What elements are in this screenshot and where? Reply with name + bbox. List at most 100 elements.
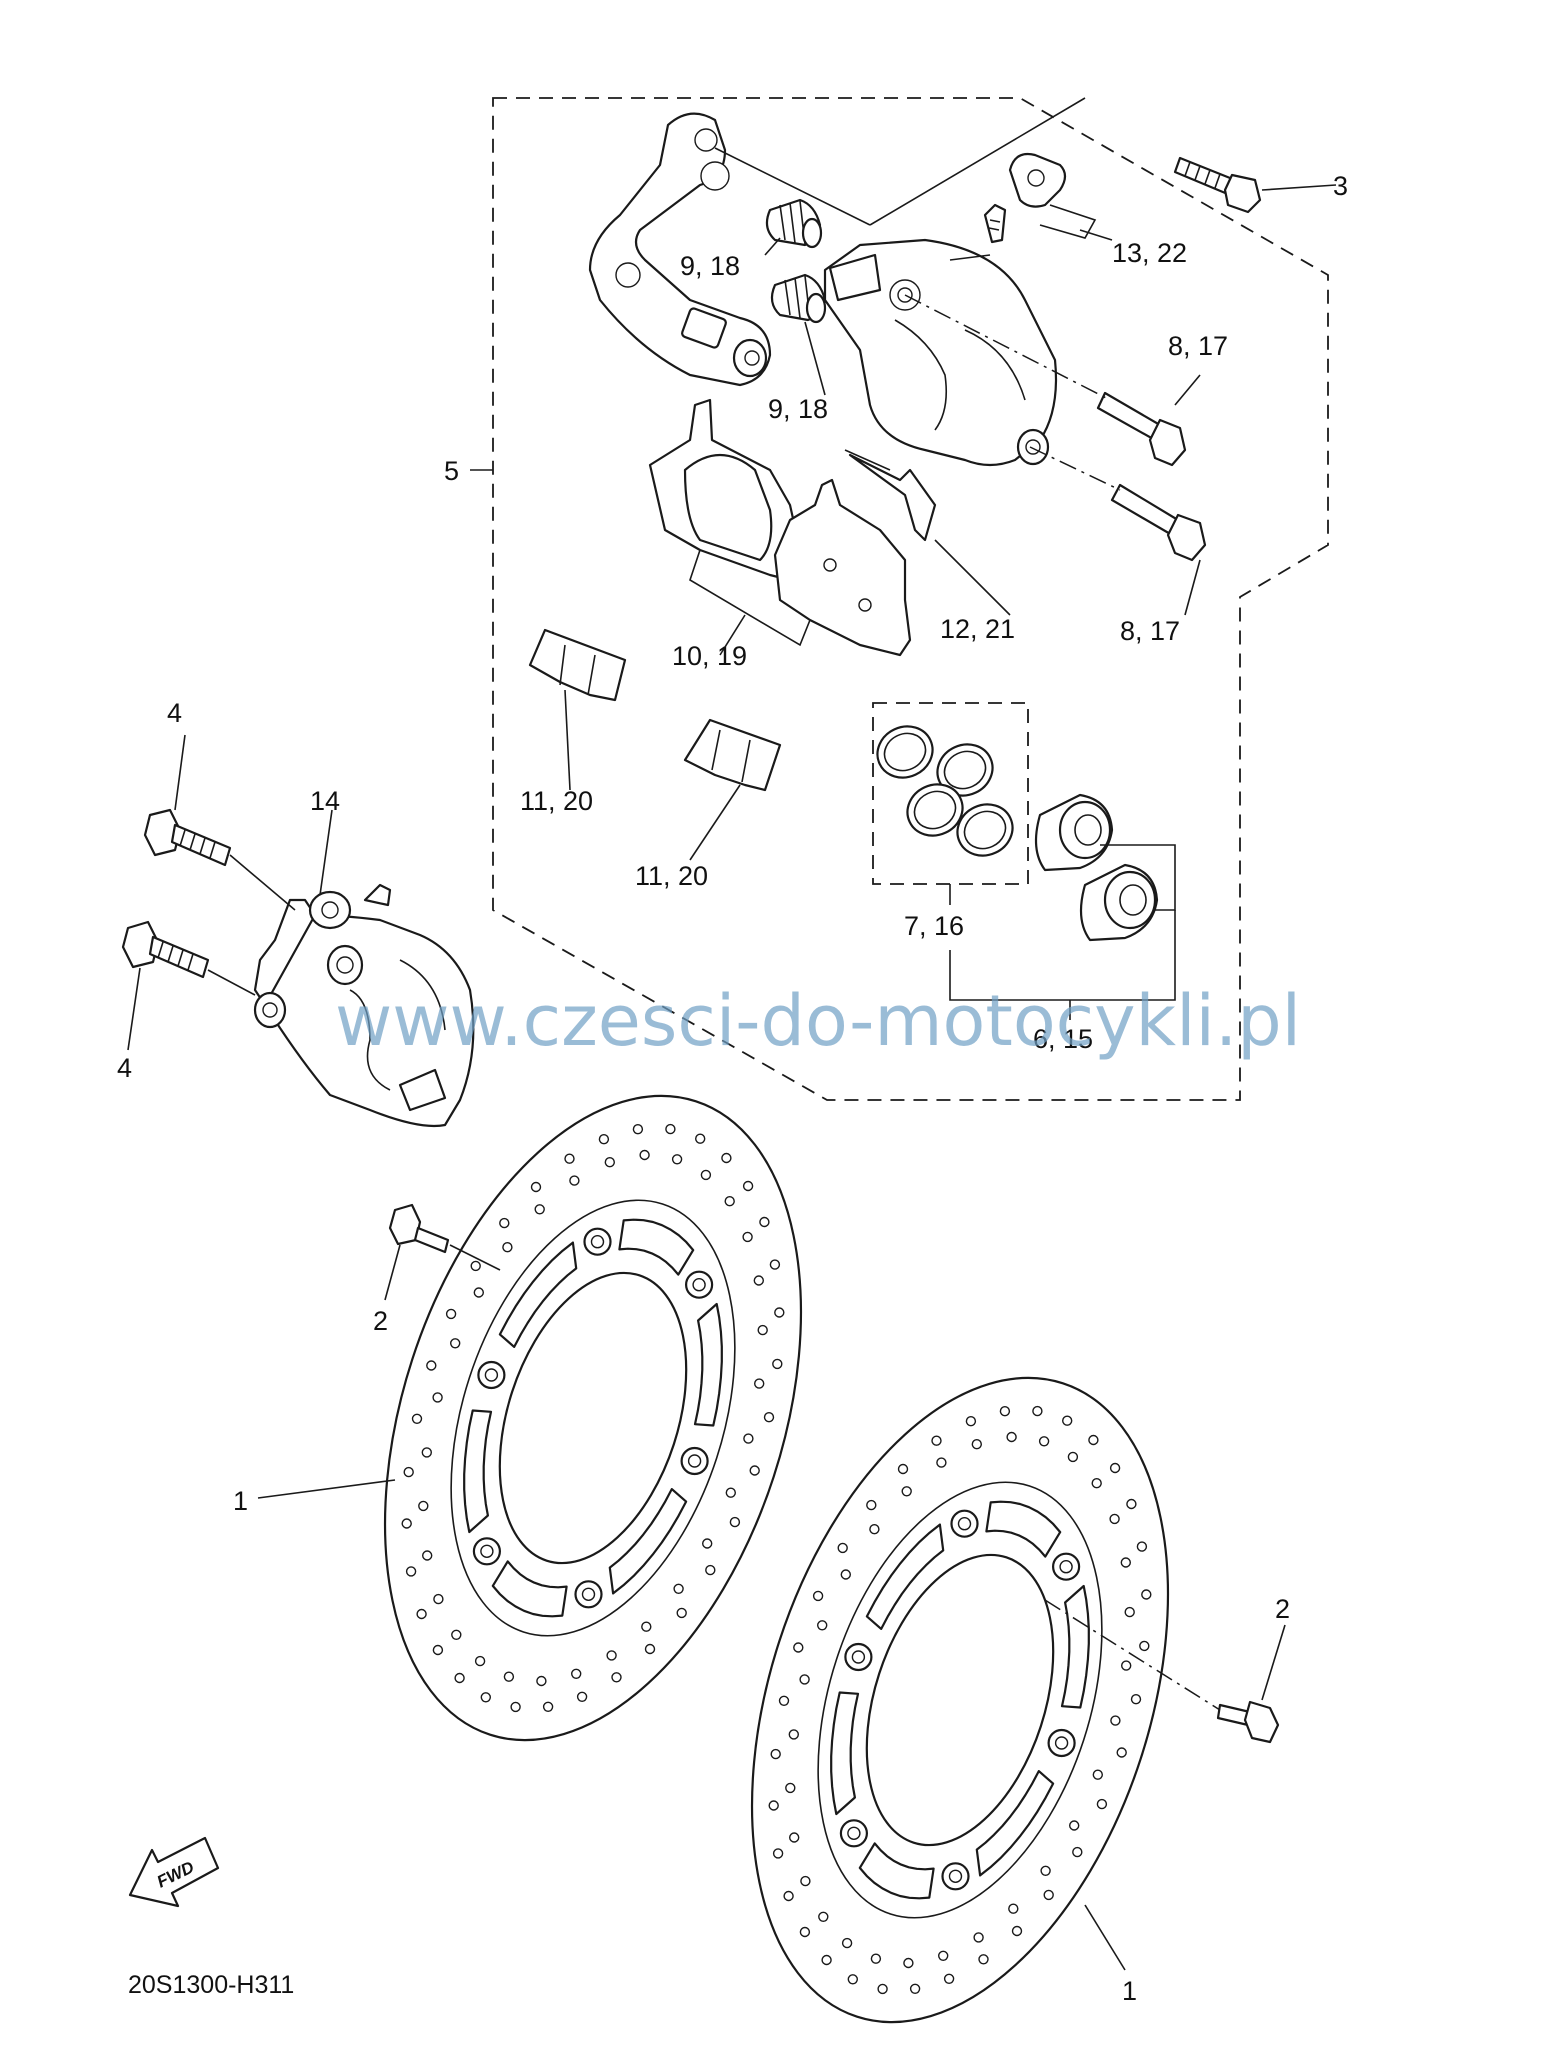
disc-drill-hole [818, 1911, 829, 1923]
axis-lines [904, 294, 1221, 1711]
caliper-body [823, 238, 1058, 467]
disc-slot [693, 1302, 723, 1427]
disc-rivet-hole [484, 1368, 499, 1382]
callout-1-left: 1 [233, 1486, 248, 1516]
disc-drill-hole [903, 1957, 914, 1969]
disc-drill-hole [965, 1415, 977, 1427]
disc-drill-hole [870, 1953, 882, 1964]
disc-drill-hole [725, 1487, 736, 1498]
disc-drill-hole [936, 1457, 947, 1468]
disc-slot [865, 1523, 945, 1630]
disc-drill-hole [702, 1538, 713, 1549]
disc-drill-hole [817, 1620, 828, 1631]
disc-drill-hole [1088, 1434, 1099, 1446]
disc-drill-hole [1043, 1889, 1054, 1901]
disc-drill-hole [931, 1435, 942, 1446]
disc-drill-hole [403, 1466, 414, 1478]
disc-drill-hole [433, 1593, 444, 1605]
caliper-bolt-lower [1110, 483, 1207, 562]
disc-drill-hole [799, 1926, 811, 1938]
disc-bolt-upper [388, 1203, 450, 1254]
disc-drill-hole [742, 1231, 753, 1243]
piston-seals [876, 725, 1014, 857]
disc-drill-hole [877, 1983, 888, 1995]
leader-lines [127, 97, 1337, 1971]
disc-drill-hole [1139, 1640, 1150, 1652]
seal-kit-boundary [872, 702, 1029, 885]
disc-drill-hole [978, 1954, 989, 1965]
disc-drill-hole [724, 1195, 735, 1207]
disc-drill-hole [1110, 1715, 1121, 1726]
disc-drill-hole [1124, 1606, 1135, 1618]
disc-drill-hole [770, 1748, 781, 1760]
callout-11-20-upper: 11, 20 [520, 786, 593, 816]
disc-drill-hole [421, 1447, 432, 1458]
disc-drill-hole [432, 1392, 443, 1403]
disc-rivet-hole [687, 1454, 702, 1468]
disc-rivet-hole [692, 1277, 706, 1292]
disc-drill-hole [418, 1500, 429, 1512]
disc-drill-hole [721, 1152, 732, 1164]
callout-5: 5 [444, 456, 459, 486]
disc-drill-hole [793, 1642, 804, 1653]
disc-drill-hole [866, 1499, 877, 1511]
disc-drill-hole [821, 1954, 832, 1966]
disc-drill-hole [788, 1729, 799, 1740]
disc-drill-hole [499, 1217, 510, 1229]
disc-drill-hole [901, 1486, 912, 1497]
disc-drill-hole [705, 1564, 716, 1576]
disc-slot [618, 1218, 695, 1276]
callout-labels: 3 13, 22 9, 18 8, 17 9, 18 5 12, 21 8, 1… [117, 171, 1348, 2006]
disc-drill-hole [1011, 1925, 1023, 1937]
disc-drill-hole [1109, 1513, 1120, 1525]
disc-drill-hole [812, 1590, 824, 1602]
disc-drill-hole [604, 1156, 615, 1168]
disc-drill-hole [700, 1169, 712, 1181]
disc-drill-hole [778, 1695, 790, 1707]
caliper-assembled [253, 883, 475, 1128]
disc-drill-hole [598, 1133, 610, 1145]
slide-pin-boot-upper [765, 198, 823, 249]
brake-disc-right [750, 1376, 1170, 2024]
disc-drill-hole [639, 1149, 650, 1161]
callout-10-19: 10, 19 [672, 641, 747, 671]
disc-slot [498, 1241, 578, 1348]
watermark: www.czesci-do-motocykli.pl [335, 980, 1301, 1062]
diagram-code: 20S1300-H311 [128, 1971, 294, 1999]
disc-drill-hole [973, 1932, 984, 1943]
disc-drill-hole [534, 1204, 545, 1215]
fwd-arrow-icon: FWD [128, 1836, 220, 1908]
disc-drill-hole [564, 1153, 575, 1164]
disc-drill-hole [606, 1650, 617, 1661]
disc-drill-hole [405, 1566, 417, 1577]
disc-drill-hole [1032, 1405, 1043, 1417]
disc-rivet-hole [948, 1869, 963, 1884]
disc-drill-hole [641, 1621, 652, 1632]
disc-drill-hole [644, 1643, 656, 1655]
disc-drill-hole [897, 1463, 909, 1475]
slide-pin-boot-lower [770, 273, 827, 324]
callout-9-18-lower: 9, 18 [768, 394, 828, 424]
disc-drill-hole [1061, 1415, 1073, 1426]
callout-2-lower: 2 [1275, 1594, 1290, 1624]
brake-pad-front [648, 398, 802, 582]
disc-drill-hole [665, 1123, 676, 1135]
disc-drill-hole [772, 1358, 783, 1370]
callout-8-17-lower: 8, 17 [1120, 616, 1180, 646]
pad-clip-2 [683, 718, 782, 792]
disc-drill-hole [909, 1983, 921, 1995]
disc-drill-hole [742, 1180, 754, 1192]
disc-drill-hole [432, 1644, 444, 1656]
disc-drill-hole [729, 1516, 741, 1528]
disc-drill-hole [676, 1607, 687, 1619]
disc-drill-hole [763, 1411, 775, 1423]
disc-drill-hole [753, 1275, 764, 1286]
disc-drill-hole [785, 1782, 796, 1794]
disc-drill-hole [473, 1287, 484, 1298]
disc-drill-hole [1006, 1431, 1017, 1443]
disc-drill-hole [1072, 1846, 1083, 1858]
brake-disc-left [383, 1094, 803, 1742]
bleed-screw-and-cap [983, 152, 1067, 244]
disc-drill-hole [401, 1518, 412, 1529]
